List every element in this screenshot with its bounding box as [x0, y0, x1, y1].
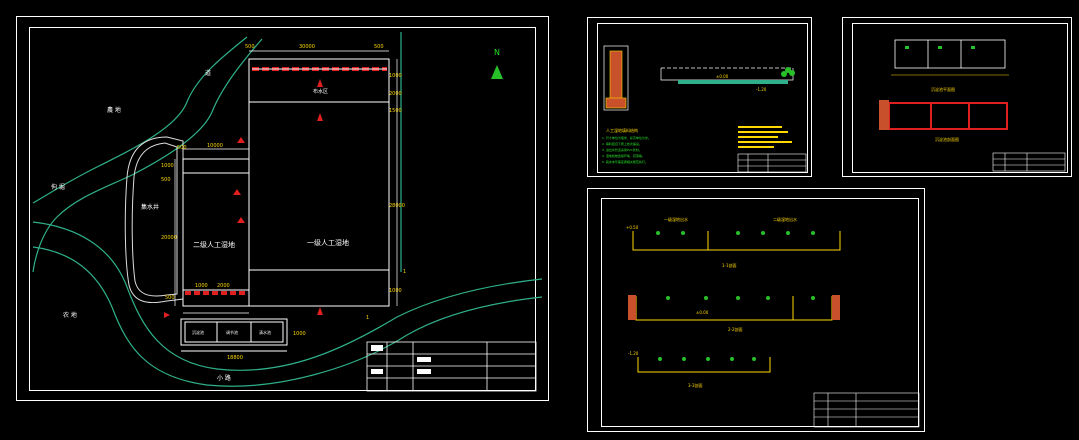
dim-side-1: 1 [403, 269, 406, 275]
sec2-elev: ±0.00 [696, 310, 709, 315]
dim-left-long: 20000 [161, 235, 177, 241]
wetland-outline [182, 58, 390, 307]
box-cell-3: 清水池 [259, 329, 271, 335]
detail-note-2: 2. 填料层自下而上依次铺设。 [602, 141, 642, 146]
site-plan-drawing: N 農 地 佝 堀 农 地 道 小 路 集水井 一级人工湿地 二级人工湿地 布水… [32, 32, 543, 392]
label-inlet-zone: 布水区 [313, 88, 328, 95]
detail-drawing: ±0.00 -1.20 人工湿地填料结构 1. 尺寸单位为毫米，标高单位为米。 … [602, 45, 807, 173]
flow-arrows [164, 79, 323, 318]
detail-note-4: 4. 湿地植物选用芦苇、菖蒲等。 [602, 153, 645, 158]
label-tank: 集水井 [141, 203, 159, 211]
dim-right-3: 1500 [389, 108, 402, 114]
dim-top-length: 30000 [299, 44, 315, 50]
detail-elev-a: ±0.00 [716, 74, 729, 79]
box-cell-1: 沉淀池 [192, 329, 204, 335]
sec3-elev: -1.20 [628, 351, 639, 356]
sheet-sections[interactable]: 一级湿地出水 二级湿地出水 +0.50 1-1剖面 ±0.00 2-2剖面 -1… [587, 188, 925, 432]
sheet-tank-frame [852, 23, 1068, 173]
north-arrow-icon [491, 65, 503, 79]
dim-mid-width: 10000 [207, 143, 223, 149]
sections-title-block [813, 392, 920, 428]
treatment-box [180, 318, 288, 352]
detail-heading: 人工湿地填料结构 [606, 127, 638, 133]
sheet-site-plan[interactable]: N 農 地 佝 堀 农 地 道 小 路 集水井 一级人工湿地 二级人工湿地 布水… [16, 16, 549, 401]
label-field-top: 農 地 [107, 106, 121, 114]
dim-right-4: 1000 [389, 288, 402, 294]
tank-outline [124, 136, 184, 304]
section-2-caption: 2-2剖面 [728, 326, 743, 332]
sheet-tank[interactable]: 沉淀池平面图 沉淀池剖面图 [842, 17, 1072, 177]
terrain-lines [32, 32, 543, 387]
dim-top-right: 500 [374, 44, 384, 50]
label-wetland-2: 二级人工湿地 [193, 240, 235, 249]
dim-box-width: 18800 [227, 355, 243, 361]
dim-box-height: 1000 [293, 331, 306, 337]
sec1-tag-left: 一级湿地出水 [664, 216, 688, 222]
tank-caption-bottom: 沉淀池剖面图 [935, 136, 959, 142]
label-road-top: 道 [205, 69, 211, 77]
sec1-tag-right: 二级湿地出水 [773, 216, 797, 222]
label-field-bottom: 农 地 [63, 311, 77, 319]
detail-note-5: 5. 其余未尽事宜按相关规范执行。 [602, 159, 648, 164]
dim-side-2: 1 [366, 315, 369, 321]
dim-left-500b: 500 [161, 177, 171, 183]
title-block [366, 341, 537, 392]
detail-title-block [737, 153, 807, 173]
section-3-caption: 3-3剖面 [688, 382, 703, 388]
sheet-detail[interactable]: ±0.00 -1.20 人工湿地填料结构 1. 尺寸单位为毫米，标高单位为米。 … [587, 17, 812, 177]
sheet-site-plan-frame [29, 27, 536, 391]
tank-title-block [992, 152, 1066, 172]
dim-left-500a: 500 [177, 145, 187, 151]
detail-note-3: 3. 进出水管道采用PVC管材。 [602, 147, 642, 152]
label-field-left: 佝 堀 [51, 183, 65, 191]
label-wetland-1: 一级人工湿地 [307, 238, 349, 247]
sheet-detail-frame [597, 23, 808, 173]
sheet-sections-frame [601, 198, 919, 427]
dim-bottom-a: 1000 [195, 283, 208, 289]
section-1-caption: 1-1剖面 [722, 262, 737, 268]
detail-note-1: 1. 尺寸单位为毫米，标高单位为米。 [602, 135, 651, 140]
tank-drawing: 沉淀池平面图 沉淀池剖面图 [879, 39, 1066, 172]
detail-elev-b: -1.20 [756, 87, 767, 92]
tank-caption-top: 沉淀池平面图 [931, 86, 955, 92]
dim-left-1000: 1000 [161, 163, 174, 169]
north-label: N [494, 48, 500, 57]
dim-top-left: 500 [245, 44, 255, 50]
box-cell-2: 调节池 [226, 329, 238, 335]
dim-bottom-c: 500 [165, 295, 175, 301]
sec1-elev: +0.50 [626, 225, 639, 230]
dim-right-1: 1000 [389, 73, 402, 79]
label-road-bottom: 小 路 [217, 374, 231, 382]
dim-right-total: 28000 [389, 203, 405, 209]
sections-drawing: 一级湿地出水 二级湿地出水 +0.50 1-1剖面 ±0.00 2-2剖面 -1… [626, 216, 920, 428]
dim-bottom-b: 2000 [217, 283, 230, 289]
dim-right-2: 2000 [389, 91, 402, 97]
